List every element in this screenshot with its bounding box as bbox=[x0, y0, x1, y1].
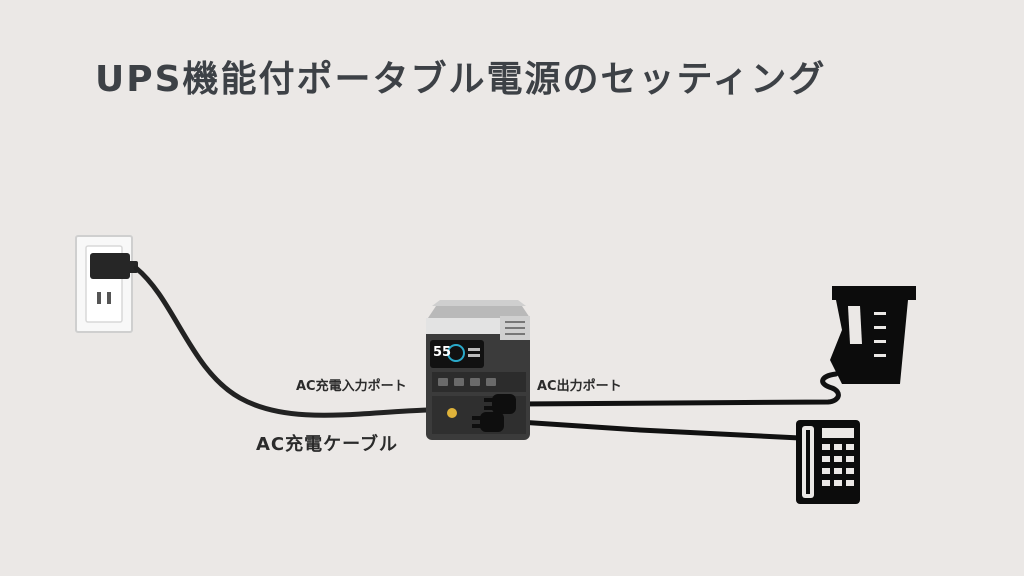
fax-cable bbox=[515, 371, 841, 407]
telephone-icon bbox=[796, 420, 860, 504]
ac-output-port-label: AC出力ポート bbox=[537, 379, 622, 394]
fax-machine-icon bbox=[830, 286, 916, 384]
ac-input-port-label: AC充電入力ポート bbox=[296, 379, 407, 394]
output-plug-icon bbox=[472, 394, 516, 432]
ac-charge-cable-label: AC充電ケーブル bbox=[256, 434, 399, 455]
wall-outlet-icon bbox=[75, 235, 133, 333]
power-station-display: 55 bbox=[433, 345, 452, 360]
phone-cable bbox=[502, 418, 803, 441]
page-title: UPS機能付ポータブル電源のセッティング bbox=[95, 59, 827, 100]
ac-charge-cable bbox=[133, 265, 431, 418]
